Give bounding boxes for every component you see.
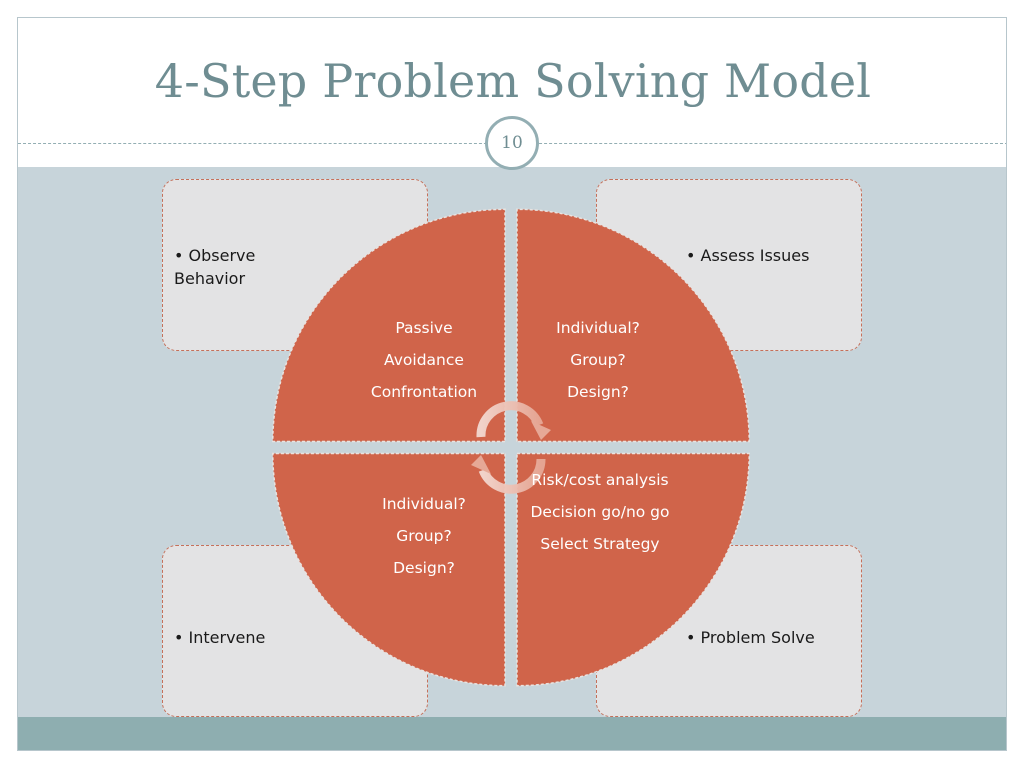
quad-line: Design?	[567, 383, 629, 401]
quadrant-text-bottom-right: Risk/cost analysis Decision go/no go Sel…	[528, 469, 672, 556]
quadrant-top-right	[516, 208, 750, 443]
step-label-observe: • Observe Behavior	[174, 246, 256, 288]
quad-line: Individual?	[382, 495, 466, 513]
cycle-arrow-bottom-head-icon	[471, 455, 491, 474]
step-label-problem-solve: • Problem Solve	[686, 628, 815, 647]
cycle-arrow-bottom-icon	[478, 458, 546, 494]
quad-line: Select Strategy	[540, 535, 660, 553]
quad-line: Group?	[396, 527, 452, 545]
quadrant-text-top-right: Individual? Group? Design?	[521, 312, 675, 408]
quad-line: Design?	[393, 559, 455, 577]
quadrant-text-top-left: Passive Avoidance Confrontation	[344, 312, 504, 408]
quad-line: Passive	[395, 319, 453, 337]
quadrant-top-left	[272, 208, 506, 443]
quad-line: Avoidance	[384, 351, 464, 369]
quad-line: Group?	[570, 351, 626, 369]
quadrant-bottom-right	[516, 452, 750, 687]
step-label-intervene: • Intervene	[174, 628, 266, 647]
slide-title: 4-Step Problem Solving Model	[154, 54, 872, 108]
quad-line: Individual?	[556, 319, 640, 337]
quad-line: Decision go/no go	[530, 503, 670, 521]
cycle-arrow-top-head-icon	[531, 421, 551, 440]
page-number-badge: 10	[485, 116, 539, 170]
quad-line: Risk/cost analysis	[531, 471, 669, 489]
quad-line: Confrontation	[370, 383, 478, 401]
quadrant-text-bottom-left: Individual? Group? Design?	[345, 488, 503, 584]
footer-band	[18, 717, 1006, 750]
quadrant-bottom-left	[272, 452, 506, 687]
step-label-assess: • Assess Issues	[686, 246, 810, 265]
cycle-arrow-top-icon	[476, 401, 544, 438]
